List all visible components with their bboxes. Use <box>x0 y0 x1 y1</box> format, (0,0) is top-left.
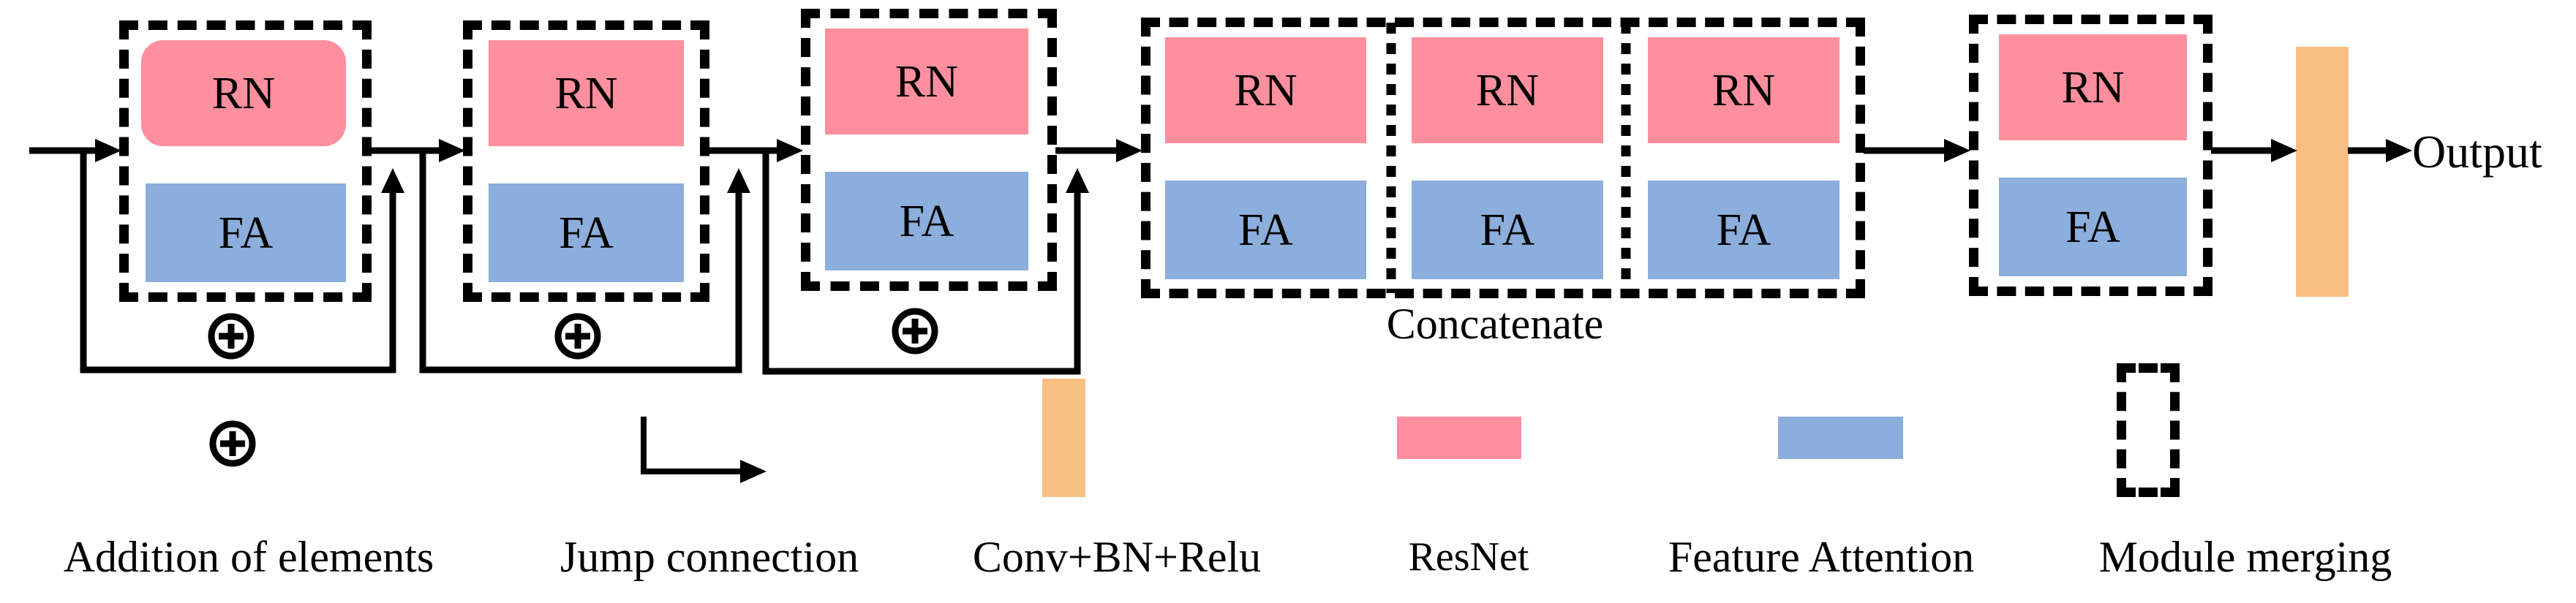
arrow-module1-module2 <box>366 139 465 162</box>
feature-attention-block-label: FA <box>899 196 954 246</box>
addition-icon-module3 <box>892 308 938 354</box>
resnet-block-label: RN <box>1711 65 1776 115</box>
legend-jump-label: Jump connection <box>560 532 859 581</box>
circled-plus-icon <box>209 420 256 467</box>
resnet-block-label: RN <box>211 68 276 118</box>
feature-attention-block-label: FA <box>218 208 274 258</box>
module-3-feature-attention-block: FA <box>825 172 1028 270</box>
module-2-feature-attention-block: FA <box>489 183 684 282</box>
arrow-module2-module3 <box>708 139 803 162</box>
legend-module-merging-dashed-box-icon <box>2117 363 2180 497</box>
group-module-3-feature-attention-block: FA <box>1648 181 1839 279</box>
module-7-resnet-block: RN <box>1999 34 2187 140</box>
legend-addition-label: Addition of elements <box>63 532 434 581</box>
output-label: Output <box>2412 126 2542 178</box>
resnet-block-label: RN <box>2061 62 2125 113</box>
group-module-1-feature-attention-block: FA <box>1165 181 1366 279</box>
resnet-block-label: RN <box>554 68 618 118</box>
module-1-resnet-block: RN <box>141 40 346 146</box>
module-1-feature-attention-block: FA <box>146 183 346 282</box>
group-module-2-feature-attention-block: FA <box>1412 181 1603 279</box>
feature-attention-block-label: FA <box>2065 202 2120 252</box>
concatenate-group-box <box>1141 18 1865 298</box>
arrow-module7-conv <box>2211 139 2297 162</box>
feature-attention-block-label: FA <box>1238 205 1293 255</box>
resnet-block-label: RN <box>1475 65 1540 115</box>
module-7-feature-attention-block: FA <box>1999 178 2187 276</box>
resnet-block-label: RN <box>895 56 959 107</box>
arrow-module3-group <box>1055 139 1142 162</box>
arrow-conv-output <box>2348 139 2412 162</box>
concatenate-label: Concatenate <box>1386 299 1604 348</box>
legend-conv-orange-bar <box>1042 379 1085 497</box>
feature-attention-block-label: FA <box>559 208 614 258</box>
resnet-block-label: RN <box>1234 65 1298 115</box>
arrow-group-module7 <box>1864 139 1970 162</box>
legend-resnet-label: ResNet <box>1408 534 1529 580</box>
addition-icon-module2 <box>554 313 601 360</box>
group-module-1-resnet-block: RN <box>1165 37 1366 143</box>
group-module-2-resnet-block: RN <box>1412 37 1603 143</box>
module-7-box <box>1969 15 2212 296</box>
legend-module-merging-label: Module merging <box>2098 532 2392 581</box>
jump-connection-arrow-icon <box>641 417 767 483</box>
addition-icon-module1 <box>208 313 255 360</box>
conv-bn-relu-bar <box>2296 47 2349 297</box>
feature-attention-block-label: FA <box>1480 205 1535 255</box>
legend-feature-attention-blue-bar <box>1778 417 1903 459</box>
module-2-resnet-block: RN <box>489 40 684 146</box>
legend-feature-attention-label: Feature Attention <box>1668 532 1975 581</box>
group-module-3-resnet-block: RN <box>1648 37 1839 143</box>
module-3-resnet-block: RN <box>825 29 1028 134</box>
legend-resnet-pink-bar <box>1397 417 1521 459</box>
feature-attention-block-label: FA <box>1716 205 1771 255</box>
legend-conv-label: Conv+BN+Relu <box>972 532 1262 581</box>
input-arrow <box>29 139 121 162</box>
